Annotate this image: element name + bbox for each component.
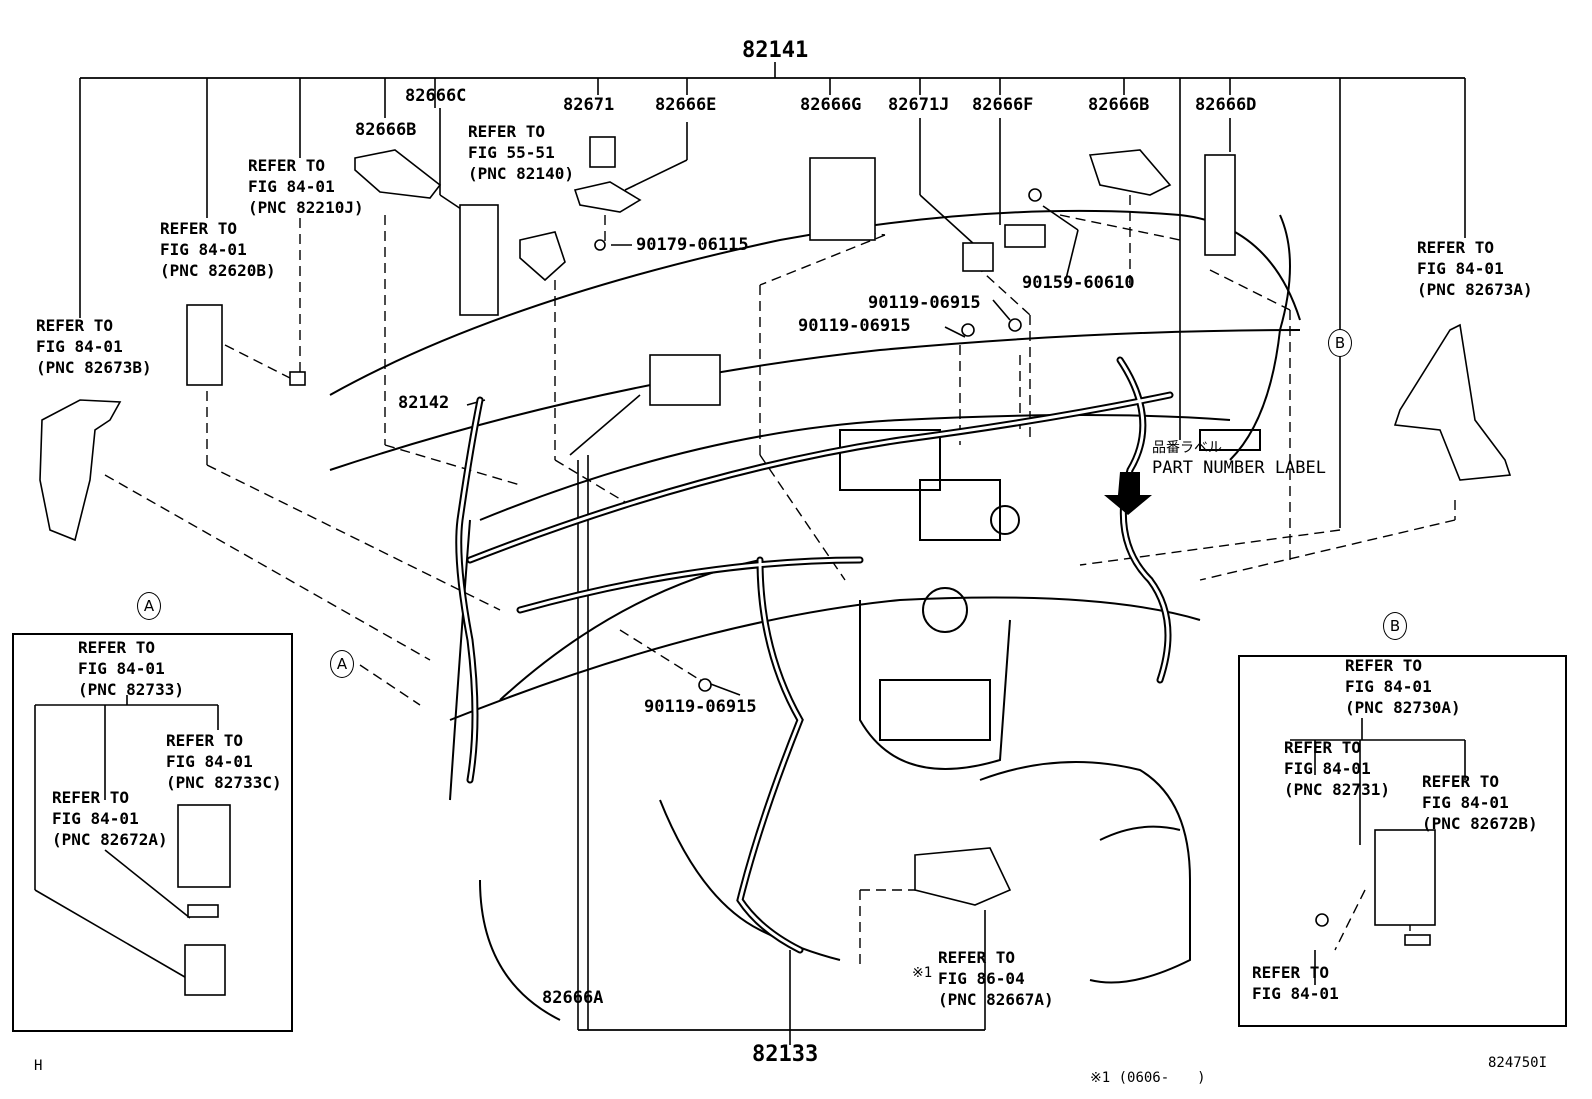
footnote: ※1 (0606- ) (1090, 1070, 1206, 1086)
callout-b-inset: B (1383, 612, 1407, 640)
ref-line: (PNC 82667A) (938, 990, 1054, 1009)
ref-line: REFER TO (160, 219, 238, 238)
label-90159-60610: 90159-60610 (1022, 273, 1135, 293)
ref-line: (PNC 82672B) (1422, 814, 1538, 833)
ref-line: (PNC 82620B) (160, 261, 276, 280)
label-82666F: 82666F (972, 95, 1034, 115)
ref-82673A: REFER TO FIG 84-01 (PNC 82673A) (1417, 237, 1533, 300)
callout-a-inset: A (137, 592, 161, 620)
ref-line: (PNC 82673B) (36, 358, 152, 377)
label-90119-06915-b: 90119-06915 (798, 316, 911, 336)
ref-line: REFER TO (36, 316, 114, 335)
ref-line: (PNC 82730A) (1345, 698, 1461, 717)
ref-82730A: REFER TO FIG 84-01 (PNC 82730A) (1345, 655, 1461, 718)
label-82133: 82133 (752, 1042, 819, 1067)
ref-line: (PNC 82733) (78, 680, 184, 699)
ref-line: FIG 84-01 (160, 240, 247, 259)
figure-id: 824750I (1488, 1055, 1548, 1071)
ref-82672A: REFER TO FIG 84-01 (PNC 82672A) (52, 787, 168, 850)
label-82666B-right: 82666B (1088, 95, 1150, 115)
ref-line: REFER TO (78, 638, 156, 657)
ref-82731: REFER TO FIG 84-01 (PNC 82731) (1284, 737, 1390, 800)
ref-line: REFER TO (166, 731, 244, 750)
ref-line: REFER TO (1345, 656, 1423, 675)
label-part-number: PART NUMBER LABEL (1152, 458, 1326, 478)
ref-line: FIG 84-01 (78, 659, 165, 678)
inset-a-box (12, 633, 293, 1032)
ref-82733: REFER TO FIG 84-01 (PNC 82733) (78, 637, 184, 700)
ref-line: (PNC 82140) (468, 164, 574, 183)
ref-line: (PNC 82733C) (166, 773, 282, 792)
ref-line: (PNC 82672A) (52, 830, 168, 849)
label-82141: 82141 (742, 38, 809, 63)
label-82671: 82671 (563, 95, 615, 115)
ref-line: FIG 84-01 (1252, 984, 1339, 1003)
inset-b-box (1238, 655, 1567, 1027)
ref-line: (PNC 82731) (1284, 780, 1390, 799)
ref-fig-86-04: REFER TO FIG 86-04 (PNC 82667A) (938, 947, 1054, 1010)
ref-82140: REFER TO FIG 55-51 (PNC 82140) (468, 121, 574, 184)
ref-82620B: REFER TO FIG 84-01 (PNC 82620B) (160, 218, 276, 281)
ref-bolt-inset-b: REFER TO FIG 84-01 (1252, 962, 1339, 1004)
label-90179-06115: 90179-06115 (636, 235, 749, 255)
ref-line: (PNC 82210J) (248, 198, 364, 217)
label-82666G: 82666G (800, 95, 862, 115)
ref-line: REFER TO (1417, 238, 1495, 257)
ref-line: FIG 84-01 (1422, 793, 1509, 812)
ref-line: (PNC 82673A) (1417, 280, 1533, 299)
ref-line: FIG 84-01 (166, 752, 253, 771)
label-82666E: 82666E (655, 95, 717, 115)
callout-b-main: B (1328, 329, 1352, 357)
ref-82673B: REFER TO FIG 84-01 (PNC 82673B) (36, 315, 152, 378)
label-82666C: 82666C (405, 86, 467, 106)
ref-line: REFER TO (938, 948, 1016, 967)
ref-line: FIG 84-01 (1417, 259, 1504, 278)
ref-line: REFER TO (1252, 963, 1330, 982)
ref-line: FIG 84-01 (1345, 677, 1432, 696)
label-82666A: 82666A (542, 988, 604, 1008)
ref-82733C: REFER TO FIG 84-01 (PNC 82733C) (166, 730, 282, 793)
ref-line: REFER TO (468, 122, 546, 141)
callout-a-main: A (330, 650, 354, 678)
label-82666D: 82666D (1195, 95, 1257, 115)
ref-line: FIG 86-04 (938, 969, 1025, 988)
label-82142: 82142 (398, 393, 450, 413)
ref-line: FIG 84-01 (36, 337, 123, 356)
ref-line: FIG 84-01 (52, 809, 139, 828)
label-90119-06915-c: 90119-06915 (644, 697, 757, 717)
label-82671J: 82671J (888, 95, 950, 115)
ref-line: FIG 55-51 (468, 143, 555, 162)
ref-line: REFER TO (1284, 738, 1362, 757)
label-90119-06915-a: 90119-06915 (868, 293, 981, 313)
ref-line: REFER TO (1422, 772, 1500, 791)
ref-line: FIG 84-01 (1284, 759, 1371, 778)
label-part-number-jp: 品番ラベル (1152, 440, 1222, 456)
ref-line: REFER TO (52, 788, 130, 807)
label-82666B-left: 82666B (355, 120, 417, 140)
corner-mark: H (34, 1058, 43, 1074)
ref-line: REFER TO (248, 156, 326, 175)
ref-82210J: REFER TO FIG 84-01 (PNC 82210J) (248, 155, 364, 218)
ref-line: FIG 84-01 (248, 177, 335, 196)
ref-82672B: REFER TO FIG 84-01 (PNC 82672B) (1422, 771, 1538, 834)
note-mark-1: ※1 (912, 965, 933, 981)
